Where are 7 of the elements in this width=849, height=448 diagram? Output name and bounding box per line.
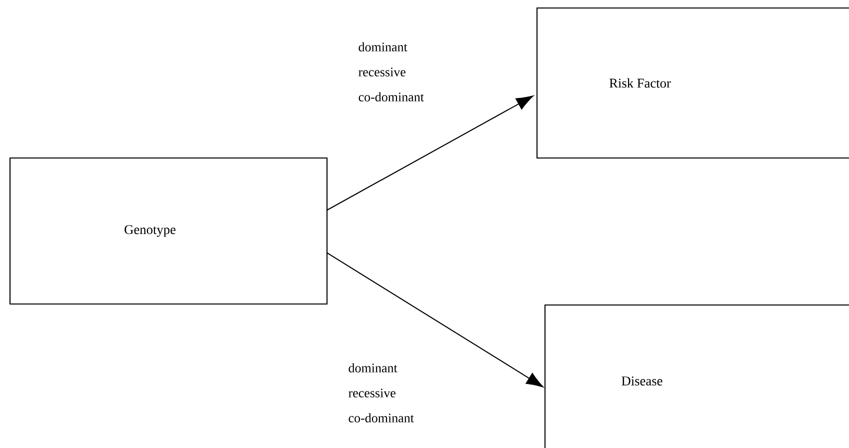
edge-label: dominant recessive co-dominant	[358, 42, 424, 102]
process-box: Risk Factor	[536, 7, 849, 159]
process-box: Disease	[544, 304, 849, 448]
edge-label: dominant recessive co-dominant	[348, 363, 414, 422]
process-box: Genotype	[9, 157, 328, 305]
arrow	[327, 96, 534, 210]
arrow	[326, 252, 544, 388]
